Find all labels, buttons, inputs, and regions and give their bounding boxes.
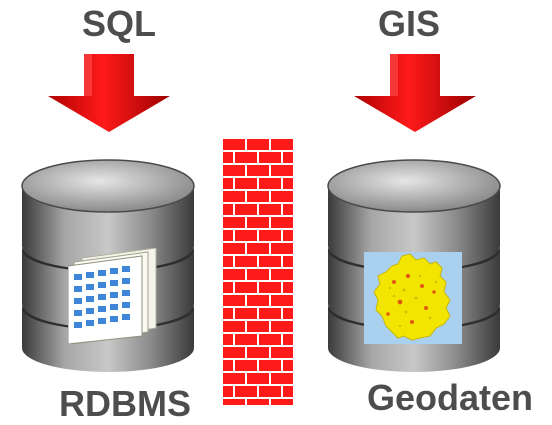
table-grid-icon <box>68 248 157 344</box>
geodaten-label: Geodaten <box>366 377 534 418</box>
sql-label: SQL <box>81 3 156 44</box>
down-arrow-icon <box>354 54 476 132</box>
down-arrow-icon <box>48 54 170 132</box>
germany-map-icon <box>364 252 462 344</box>
brick-wall-icon <box>222 138 294 406</box>
rdbms-label: RDBMS <box>59 383 191 424</box>
gis-label: GIS <box>377 3 440 44</box>
